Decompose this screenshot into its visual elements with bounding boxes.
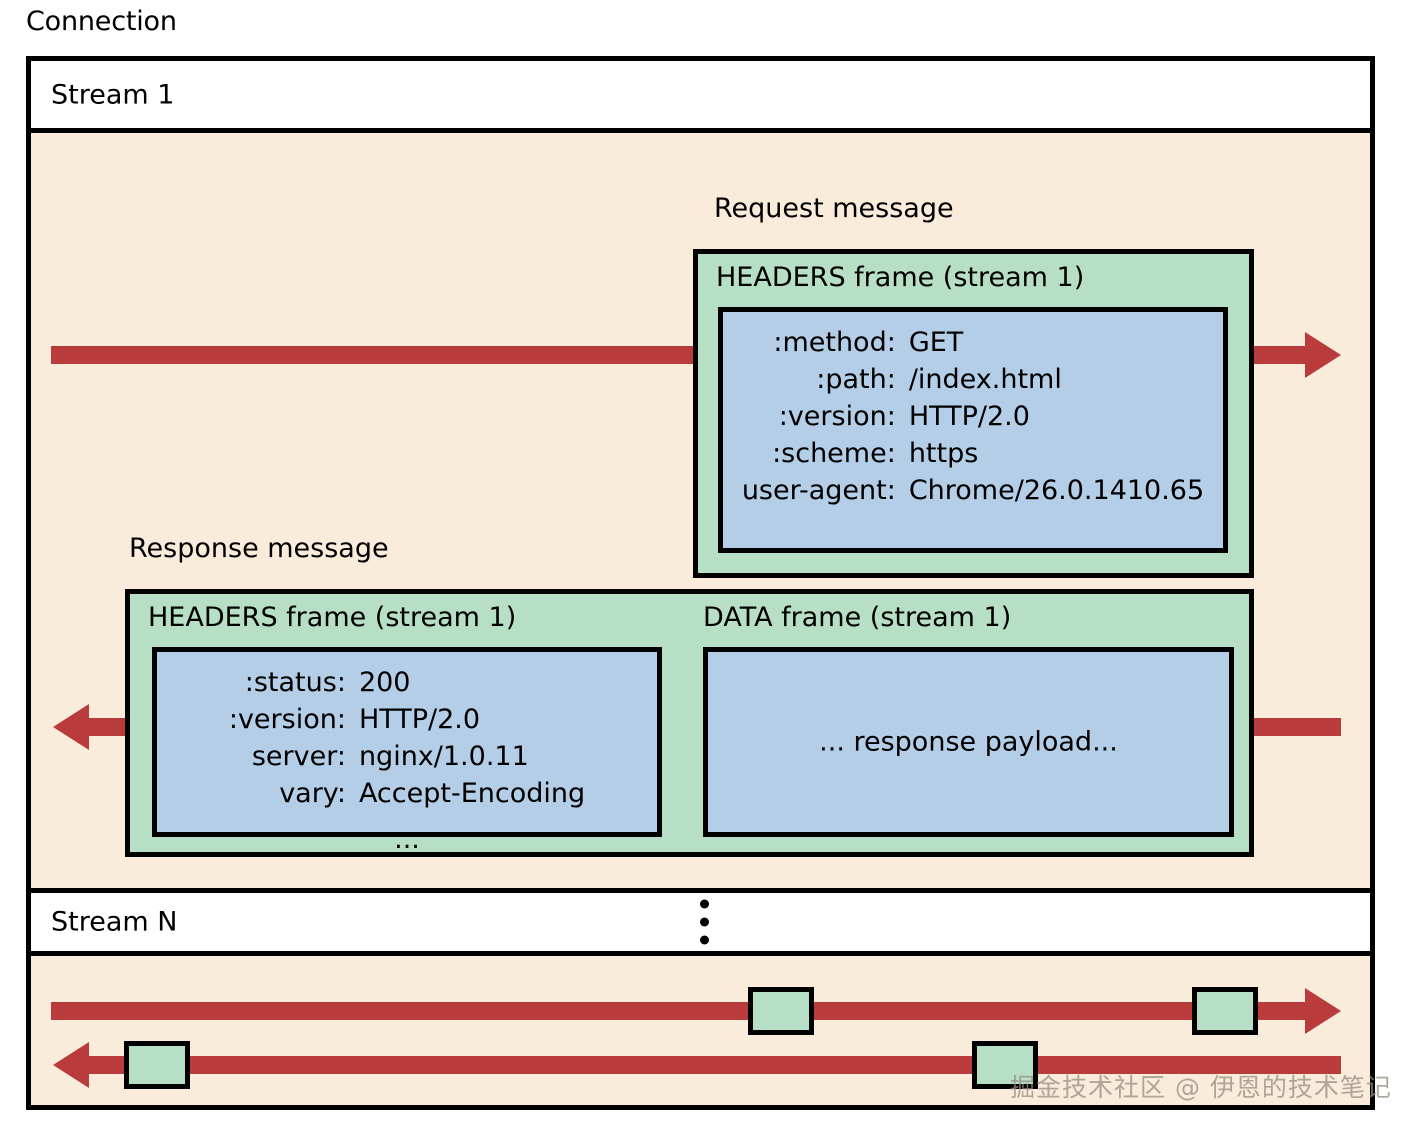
stream-n-header: Stream N (31, 888, 1370, 956)
header-key: :path: (816, 364, 896, 395)
header-value: Accept-Encoding (358, 778, 586, 809)
request-headers-payload: :method: GET :path: /index.html :version… (718, 307, 1228, 553)
response-data-frame-title: DATA frame (stream 1) (703, 602, 1012, 633)
table-row: ... (229, 812, 585, 858)
header-key: :version: (778, 401, 896, 432)
stream-1-body: Request message HEADERS frame (stream 1)… (31, 133, 1370, 888)
table-row: user-agent: Chrome/26.0.1410.65 (742, 472, 1204, 509)
request-message-label: Request message (714, 193, 954, 224)
response-headers-table: :status: 200 :version: HTTP/2.0 server: … (229, 664, 585, 858)
connection-frame: Stream 1 Request message HEADERS frame (… (26, 56, 1375, 1110)
connection-label: Connection (26, 6, 177, 37)
header-key: :status: (244, 667, 346, 698)
header-key: vary: (279, 778, 346, 809)
frame-chip (748, 987, 814, 1035)
table-row: :version: HTTP/2.0 (742, 398, 1204, 435)
header-value: GET (908, 327, 964, 358)
header-value: nginx/1.0.11 (358, 741, 529, 772)
header-value: /index.html (908, 364, 1062, 395)
request-headers-table: :method: GET :path: /index.html :version… (742, 324, 1204, 509)
watermark: 掘金技术社区 @ 伊恩的技术笔记 (1010, 1073, 1392, 1102)
header-value: Chrome/26.0.1410.65 (908, 475, 1205, 506)
header-value: HTTP/2.0 (908, 401, 1030, 432)
frame-chip (972, 1041, 1038, 1089)
table-row: :scheme: https (742, 435, 1204, 472)
stream-n-body (31, 956, 1370, 1105)
header-key: :version: (228, 704, 346, 735)
table-row: vary: Accept-Encoding (229, 775, 585, 812)
stream-1-header: Stream 1 (31, 61, 1370, 133)
header-key: user-agent: (741, 475, 896, 506)
header-key: :scheme: (772, 438, 896, 469)
vertical-ellipsis-icon (700, 899, 709, 945)
table-row: :path: /index.html (742, 361, 1204, 398)
stream-n-title: Stream N (51, 906, 178, 938)
arrowhead-right-icon (1305, 988, 1341, 1034)
arrowhead-right-icon (1305, 332, 1341, 378)
header-value: 200 (358, 667, 411, 698)
header-value: https (908, 438, 979, 469)
frame-chip (124, 1041, 190, 1089)
headers-ellipsis: ... (394, 824, 420, 855)
stream-n-outbound-arrow (51, 988, 1341, 1034)
response-headers-frame-title: HEADERS frame (stream 1) (148, 602, 517, 633)
arrowhead-left-icon (53, 704, 89, 750)
stream-1-title: Stream 1 (51, 79, 175, 110)
request-headers-frame-title: HEADERS frame (stream 1) (716, 262, 1085, 293)
response-data-payload: ... response payload... (703, 647, 1234, 837)
table-row: server: nginx/1.0.11 (229, 738, 585, 775)
response-message-frame: HEADERS frame (stream 1) DATA frame (str… (125, 589, 1254, 857)
frame-chip (1192, 987, 1258, 1035)
table-row: :method: GET (742, 324, 1204, 361)
header-value: HTTP/2.0 (358, 704, 481, 735)
response-headers-payload: :status: 200 :version: HTTP/2.0 server: … (152, 647, 662, 853)
arrowhead-left-icon (53, 1042, 89, 1088)
response-message-label: Response message (129, 533, 389, 564)
table-row: :version: HTTP/2.0 (229, 701, 585, 738)
header-key: :method: (773, 327, 896, 358)
table-row: :status: 200 (229, 664, 585, 701)
request-headers-frame: HEADERS frame (stream 1) :method: GET :p… (693, 249, 1254, 578)
response-payload-text: ... response payload... (819, 726, 1118, 758)
arrow-shaft (51, 1002, 1305, 1020)
header-key: server: (251, 741, 346, 772)
